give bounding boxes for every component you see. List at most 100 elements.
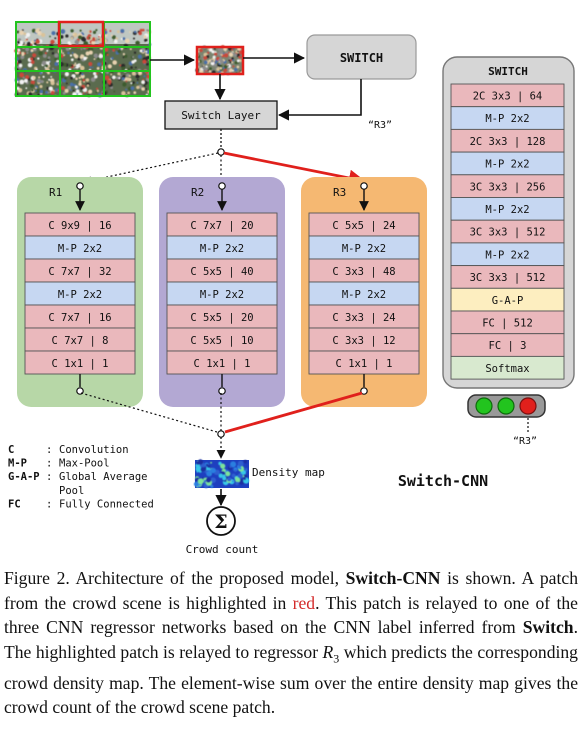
layer-label: C 9x9 | 16 [48,220,111,232]
caption-math-sub: 3 [333,651,340,666]
switch-layer-block: M-P 2x2 [450,242,565,267]
caption-text-4: . The highlighted patch is relayed to re… [4,617,578,662]
switch-layer-block: 2C 3x3 | 128 [450,128,565,153]
switch-panel-title: SWITCH [488,65,528,78]
sum-node [206,506,236,536]
layer-block: C 7x7 | 8 [24,327,136,352]
layer-block: M-P 2x2 [308,281,420,306]
switch-layer-label: M-P 2x2 [485,113,529,125]
switch-layer-label: M-P 2x2 [485,249,529,261]
switch-layer-block: 2C 3x3 | 64 [450,83,565,108]
layer-label: M-P 2x2 [200,243,244,255]
layer-block: C 3x3 | 24 [308,304,420,329]
regressor-r1: R1 C 9x9 | 16 M-P 2x2 C 7x7 | 32 M-P 2x2 C 7x… [17,177,143,407]
caption-text-3: . This patch is relayed to one of the th… [4,592,578,638]
caption-text-1: Figure 2. Architecture of the proposed m… [4,568,346,588]
switch-layer-label: 2C 3x3 | 128 [470,136,546,148]
layer-label: M-P 2x2 [58,289,102,301]
layer-block: M-P 2x2 [24,235,136,260]
switch-node-top [217,148,225,156]
regressor-label: R1 [49,186,62,199]
layer-label: C 5x5 | 40 [190,266,253,278]
layer-block: C 3x3 | 48 [308,258,420,283]
regressor-input-node [218,182,226,190]
layer-label: C 1x1 | 1 [336,358,393,370]
switch-output-label: “R3” [513,436,537,447]
legend-meaning: Pool [59,485,84,497]
layer-label: C 7x7 | 32 [48,266,111,278]
caption-math-r: R [322,641,334,662]
layer-label: M-P 2x2 [342,289,386,301]
switch-output-indicator [467,394,546,418]
legend-meaning: Max-Pool [59,458,110,470]
regressor-input-node [360,182,368,190]
regressor-label: R2 [191,186,204,199]
layer-block: C 7x7 | 16 [24,304,136,329]
legend-sep: : [46,444,52,456]
legend-abbr: C [8,444,14,456]
caption-text-5: which predicts the corresponding crowd d… [4,641,578,718]
layer-label: C 1x1 | 1 [52,358,109,370]
layer-block: M-P 2x2 [166,281,278,306]
switch-layer-block: FC | 512 [450,310,565,335]
switch-layer-block: 3C 3x3 | 256 [450,174,565,198]
switch-layer-label: Switch Layer [181,109,261,122]
regressor-output-node [218,387,226,395]
layer-label: C 5x5 | 24 [332,220,395,232]
layer-block: C 7x7 | 20 [166,212,278,237]
architecture-diagram: SWITCH “R3” Switch Layer R1 C 9x9 | 16 M-P… [8,20,575,556]
legend-meaning: Global Average [59,471,148,483]
r2-indicator-icon [497,397,515,415]
switch-layer-label: M-P 2x2 [485,159,529,171]
legend-sep: : [46,458,52,470]
switch-layer-label: 3C 3x3 | 512 [470,227,546,239]
layer-block: C 5x5 | 24 [308,212,420,237]
switch-layer-block: 3C 3x3 | 512 [450,265,565,289]
layer-block: M-P 2x2 [308,235,420,260]
switch-layer-block: FC | 3 [450,333,565,357]
layer-label: M-P 2x2 [58,243,102,255]
caption-text-2: is shown. A patch from the crowd scene i… [4,568,578,613]
layer-block: C 1x1 | 1 [166,350,278,375]
switch-layer-block: G-A-P [450,287,565,312]
layer-block: C 1x1 | 1 [24,350,136,375]
switch-layer-box: Switch Layer [164,100,278,130]
legend-sep: : [46,498,52,510]
r3-feedback-label: “R3” [368,120,392,131]
density-map [193,459,250,489]
crowd-scene-image [14,20,152,98]
switch-layer-block: M-P 2x2 [450,151,565,176]
merge-node [217,430,225,438]
layer-label: C 5x5 | 10 [190,335,253,347]
regressor-input-node [76,182,84,190]
switch-layer-label: 3C 3x3 | 256 [470,181,546,193]
r3-indicator-icon [519,397,537,415]
layer-label: C 3x3 | 48 [332,266,395,278]
layer-block: M-P 2x2 [166,235,278,260]
layer-label: C 5x5 | 20 [190,312,253,324]
layer-label: M-P 2x2 [342,243,386,255]
layer-label: C 7x7 | 20 [190,220,253,232]
caption-red-word: red [292,592,316,613]
regressor-label: R3 [333,186,346,199]
selected-merge-r3 [224,391,363,434]
extracted-patch [195,45,245,76]
regressor-r3: R3 C 5x5 | 24 M-P 2x2 C 3x3 | 48 M-P 2x2 C 3x… [301,177,427,407]
layer-block: M-P 2x2 [24,281,136,306]
switch-layer-block: Softmax [450,355,565,380]
layer-block: C 1x1 | 1 [308,350,420,375]
dotted-merge-r1 [80,392,218,433]
highlighted-patch [57,20,105,48]
switch-layer-label: M-P 2x2 [485,204,529,216]
layer-label: M-P 2x2 [200,289,244,301]
switch-layer-label: FC | 512 [482,318,533,330]
layer-block: C 9x9 | 16 [24,212,136,237]
regressor-r2: R2 C 7x7 | 20 M-P 2x2 C 5x5 | 40 M-P 2x2 C 5x… [159,177,285,407]
legend-abbr: G-A-P [8,471,40,483]
legend-abbr: M-P [8,458,27,470]
switch-layer-label: 2C 3x3 | 64 [473,91,543,103]
layer-label: C 3x3 | 24 [332,312,395,324]
layer-label: C 1x1 | 1 [194,358,251,370]
